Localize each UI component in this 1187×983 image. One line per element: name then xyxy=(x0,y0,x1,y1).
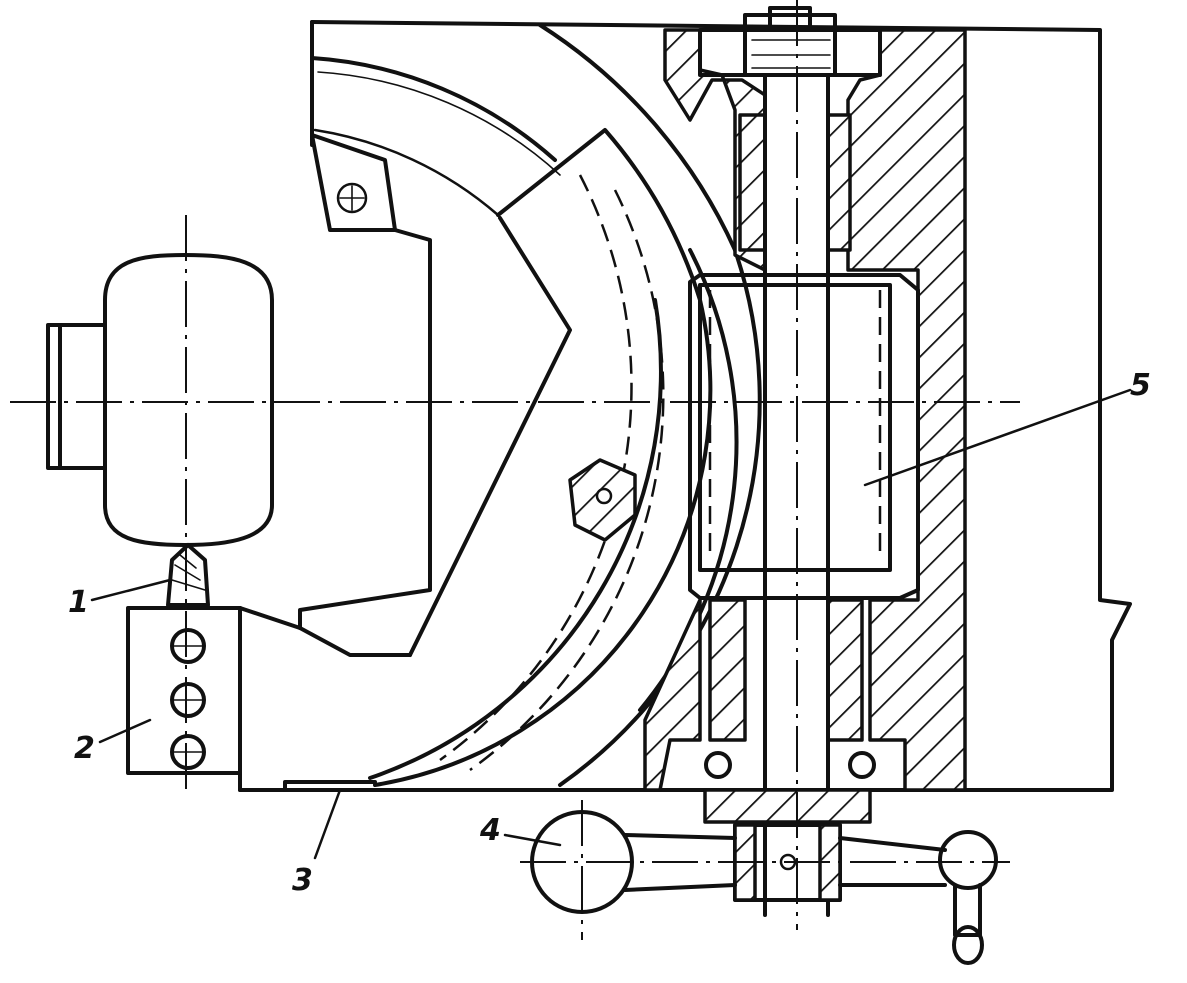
label-5: 5 xyxy=(1130,368,1151,403)
leader-lines xyxy=(90,388,1132,860)
top-nut xyxy=(698,6,882,77)
label-2: 2 xyxy=(74,731,95,766)
bottom-collar xyxy=(703,751,876,902)
grinding-wheel xyxy=(46,253,274,547)
part-labels: 1 2 3 4 5 xyxy=(68,368,1151,898)
plate-nut xyxy=(568,458,637,542)
dresser-block xyxy=(126,606,242,775)
diamond-dresser xyxy=(166,543,210,607)
label-3: 3 xyxy=(292,863,313,898)
center-lines xyxy=(10,0,1020,940)
label-1: 1 xyxy=(68,585,89,620)
label-4: 4 xyxy=(479,813,501,848)
top-clamp-bracket xyxy=(310,133,432,582)
spindle-shaft xyxy=(688,73,920,917)
tool-holder xyxy=(238,578,432,792)
